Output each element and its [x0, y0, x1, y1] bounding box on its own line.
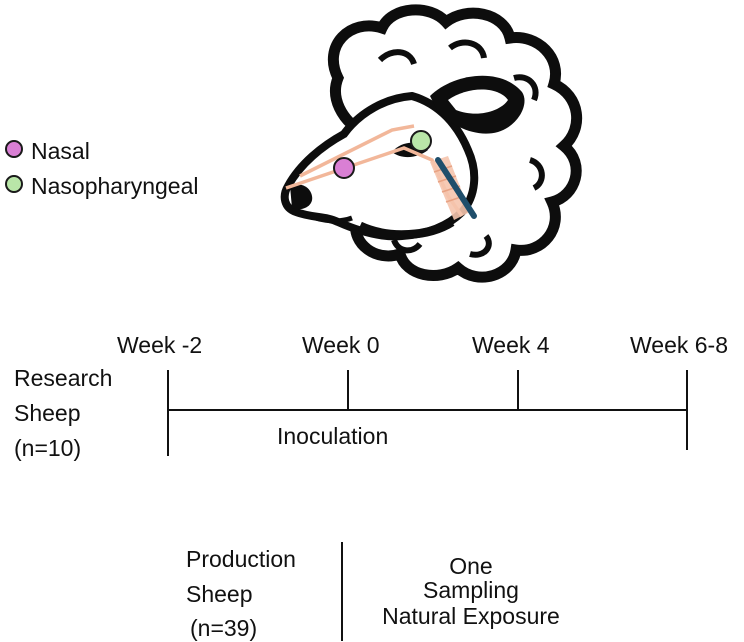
production-desc-line1: One	[449, 553, 493, 579]
research-sheep-line1: Research	[14, 365, 113, 391]
legend-nasopharyngeal-label: Nasopharyngeal	[31, 173, 199, 199]
timeline	[167, 370, 688, 456]
production-sheep-line1: Production	[186, 546, 296, 572]
sampling-probe	[435, 157, 477, 219]
production-sheep-line2: Sheep	[186, 581, 253, 607]
week-label-0: Week 0	[302, 332, 380, 358]
production-sheep-line3: (n=39)	[190, 615, 258, 641]
fleece-curls	[377, 39, 545, 258]
inoculation-label: Inoculation	[277, 423, 389, 449]
nasopharyngeal-marker	[410, 130, 432, 152]
week-label-4: Week 4	[472, 332, 550, 358]
production-desc-line2: Sampling	[423, 577, 519, 603]
production-desc-line3: Natural Exposure	[382, 603, 560, 629]
week-label-6-8: Week 6-8	[630, 332, 729, 358]
legend-nasal-label: Nasal	[31, 138, 90, 164]
nasal-marker	[333, 157, 355, 179]
sheep-muzzle	[290, 184, 313, 210]
research-sheep-line2: Sheep	[14, 400, 81, 426]
legend-nasal-swatch	[5, 140, 23, 158]
legend-nasopharyngeal-swatch	[5, 175, 23, 193]
research-sheep-line3: (n=10)	[14, 435, 82, 461]
week-label-minus2: Week -2	[117, 332, 203, 358]
throat-band	[430, 156, 470, 220]
